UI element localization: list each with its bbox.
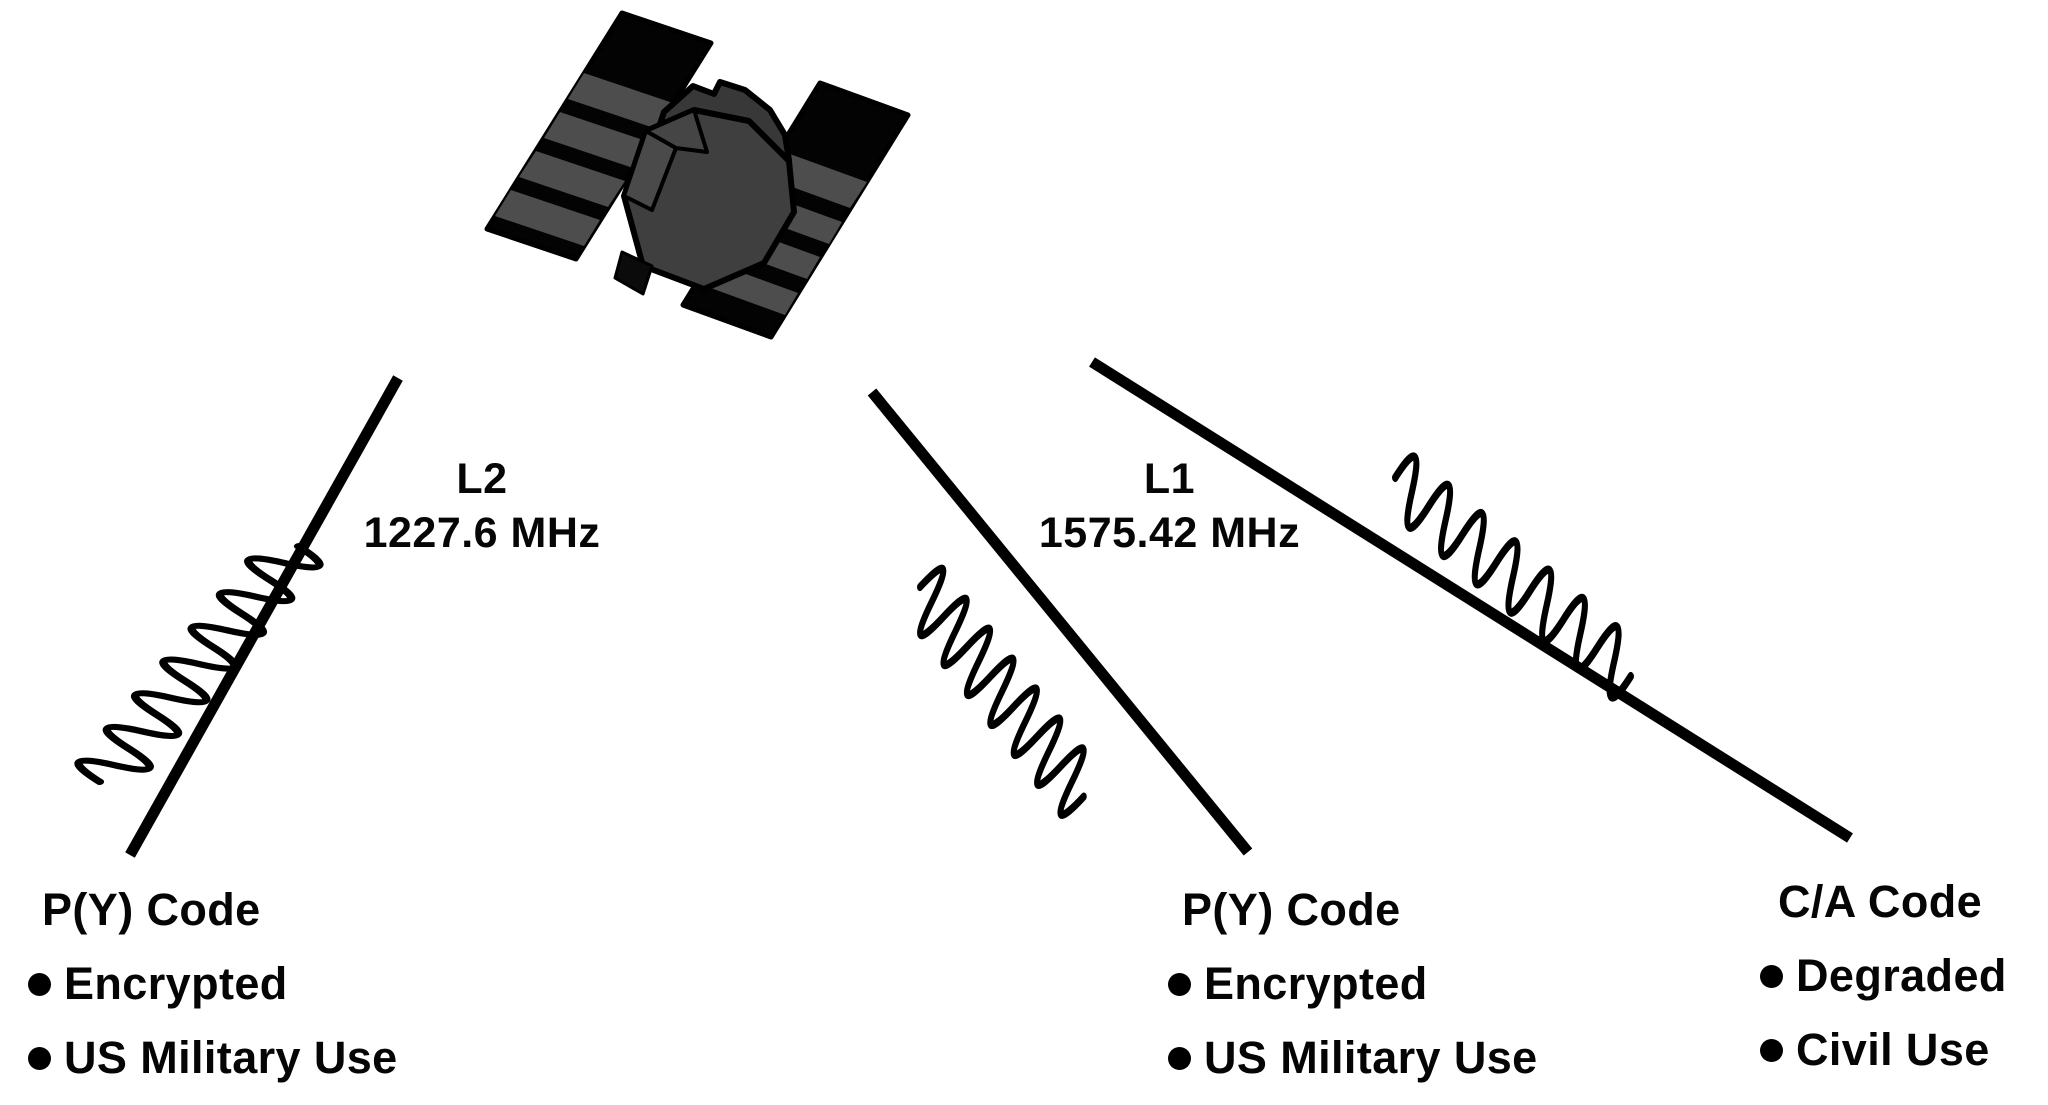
signal-beam-line-l1 xyxy=(867,388,1253,856)
signal-wave-icon-l2 xyxy=(74,543,324,786)
gps-satellite-icon xyxy=(484,10,911,340)
bullet-icon xyxy=(1760,964,1783,988)
bullet-icon xyxy=(28,972,51,996)
code-item-label: Encrypted xyxy=(64,958,288,1009)
code-title: P(Y) Code xyxy=(1182,884,1401,935)
signal-wave-icon-l1 xyxy=(917,564,1087,819)
list-item: Degraded xyxy=(1760,950,2007,1002)
bullet-icon xyxy=(1760,1038,1783,1062)
bullet-icon xyxy=(1168,972,1191,996)
signal-beam-line-ca xyxy=(1089,357,1853,843)
signal-wave-icon-ca xyxy=(1391,452,1634,702)
list-item: Encrypted xyxy=(28,958,398,1010)
list-item: US Military Use xyxy=(1168,1032,1538,1084)
bullet-icon xyxy=(1168,1046,1191,1070)
code-item-label: US Military Use xyxy=(64,1032,398,1083)
list-item: Encrypted xyxy=(1168,958,1538,1010)
code-title: P(Y) Code xyxy=(42,884,261,935)
satellite-body-facet-top xyxy=(644,108,709,154)
band-name: L2 xyxy=(456,455,508,503)
bullet-icon xyxy=(28,1046,51,1070)
frequency-label-l2: L2 1227.6 MHz xyxy=(332,452,632,560)
band-frequency: 1575.42 MHz xyxy=(1038,509,1301,558)
signal-beam-line-l2 xyxy=(125,375,403,858)
satellite-body-foot xyxy=(613,250,654,296)
code-item-label: Degraded xyxy=(1796,950,2007,1001)
code-item-label: US Military Use xyxy=(1204,1032,1538,1083)
band-frequency: 1227.6 MHz xyxy=(363,509,601,558)
frequency-label-l1: L1 1575.42 MHz xyxy=(1012,452,1327,560)
code-title: C/A Code xyxy=(1778,876,1983,927)
satellite-solar-panel-left xyxy=(484,10,714,262)
code-block-py-l1: P(Y) Code Encrypted US Military Use xyxy=(1168,884,1538,1084)
code-item-label: Encrypted xyxy=(1204,958,1428,1009)
band-name: L1 xyxy=(1143,455,1196,503)
list-item: Civil Use xyxy=(1760,1024,2007,1076)
code-item-label: Civil Use xyxy=(1796,1024,1990,1075)
code-block-ca: C/A Code Degraded Civil Use xyxy=(1760,876,2007,1076)
list-item: US Military Use xyxy=(28,1032,398,1084)
code-block-py-l2: P(Y) Code Encrypted US Military Use xyxy=(28,884,398,1084)
